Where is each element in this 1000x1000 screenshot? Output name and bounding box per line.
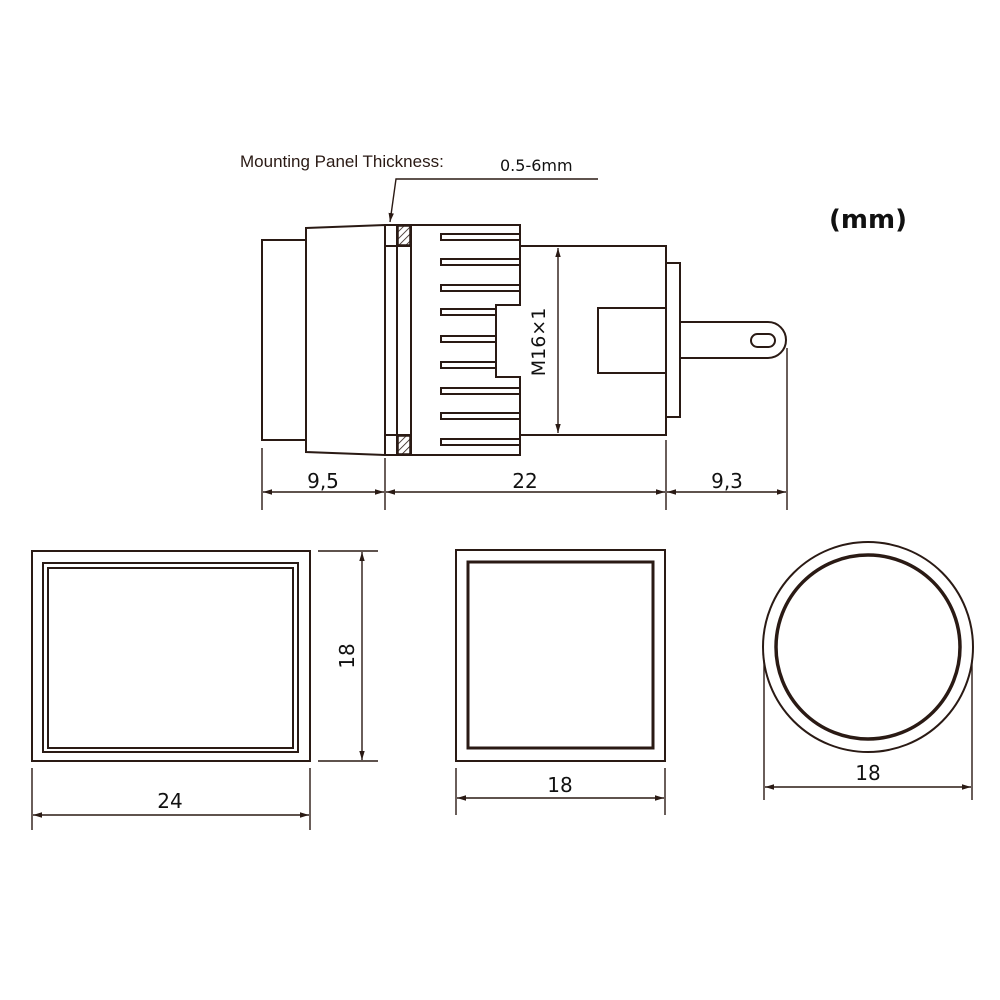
lens-cap [261, 239, 307, 441]
nut-fin [440, 361, 496, 369]
square-width-label: 18 [547, 773, 572, 797]
dim-front-length: 9,5 [307, 469, 339, 493]
rect-width-label: 24 [157, 789, 182, 813]
leader-value: 0.5-6mm [500, 156, 573, 175]
leader-label: Mounting Panel Thickness: [240, 152, 444, 171]
front-view-square: 18 [455, 549, 666, 815]
gasket-bottom [397, 435, 411, 455]
rect-height-label: 18 [335, 643, 359, 668]
units-label: (mm) [829, 205, 907, 235]
rear-block [597, 307, 667, 374]
nut-fin [440, 335, 496, 343]
nut-fin [440, 284, 520, 292]
nut-fin [440, 308, 496, 316]
solder-terminal [680, 321, 787, 359]
front-view-rectangle: 18 24 [31, 550, 378, 830]
thread-label: M16×1 [528, 308, 550, 377]
dim-terminal-length: 9,3 [711, 469, 743, 493]
nut-fin [440, 438, 520, 446]
terminal-slot [750, 333, 776, 348]
bezel [305, 223, 386, 457]
nut-fin [440, 412, 520, 420]
gasket-top [397, 225, 411, 246]
side-view: M16×1 9,5 22 9,3 [261, 223, 788, 510]
front-view-round: 18 [762, 541, 974, 800]
nut-fin [440, 387, 520, 395]
nut-fin [440, 258, 520, 266]
nut-fin [440, 233, 520, 241]
finned-nut [410, 224, 521, 456]
panel-thickness-leader: Mounting Panel Thickness: 0.5-6mm [240, 152, 598, 223]
nut-fins [440, 233, 520, 446]
rear-flange [665, 262, 681, 418]
leader-line [388, 178, 598, 223]
round-diameter-label: 18 [855, 761, 880, 785]
dim-body-length: 22 [512, 469, 537, 493]
